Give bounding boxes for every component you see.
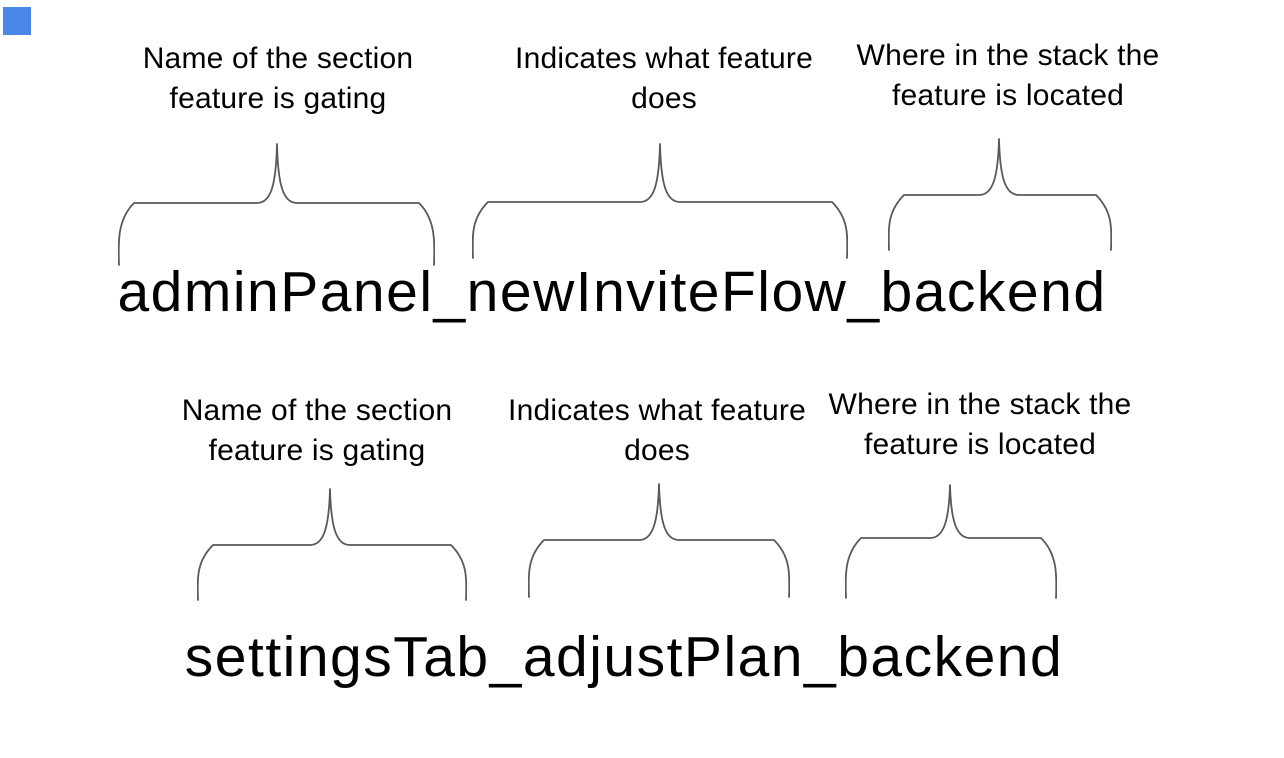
brace-stack-1 [888, 138, 1112, 251]
label-line: feature is gating [169, 82, 387, 115]
accent-square-icon [3, 7, 31, 35]
label-line: feature is located [891, 79, 1125, 112]
label-line: does [631, 82, 697, 115]
flag-name-1: adminPanel_newInviteFlow_backend [117, 260, 1107, 324]
label-line: feature is gating [208, 434, 426, 467]
label-line: Where in the stack the [856, 39, 1160, 72]
label-line: Name of the section [142, 42, 414, 75]
brace-section-2 [197, 488, 467, 601]
flag-name-2: settingsTab_adjustPlan_backend [184, 625, 1064, 689]
label-feature-does-2: Indicates what feature does [508, 391, 806, 471]
label-line: does [624, 434, 690, 467]
label-stack-location-1: Where in the stack the feature is locate… [857, 36, 1160, 116]
label-feature-does-1: Indicates what feature does [515, 39, 813, 119]
brace-section-1 [118, 143, 435, 266]
label-line: Indicates what feature [508, 394, 806, 427]
label-line: Indicates what feature [515, 42, 813, 75]
label-section-gating-1: Name of the section feature is gating [143, 39, 414, 119]
brace-stack-2 [845, 484, 1057, 599]
brace-feature-1 [472, 143, 848, 259]
label-line: feature is located [863, 428, 1097, 461]
label-line: Where in the stack the [828, 388, 1132, 421]
label-stack-location-2: Where in the stack the feature is locate… [829, 385, 1132, 465]
label-line: Name of the section [181, 394, 453, 427]
label-section-gating-2: Name of the section feature is gating [182, 391, 453, 471]
brace-feature-2 [528, 483, 790, 598]
